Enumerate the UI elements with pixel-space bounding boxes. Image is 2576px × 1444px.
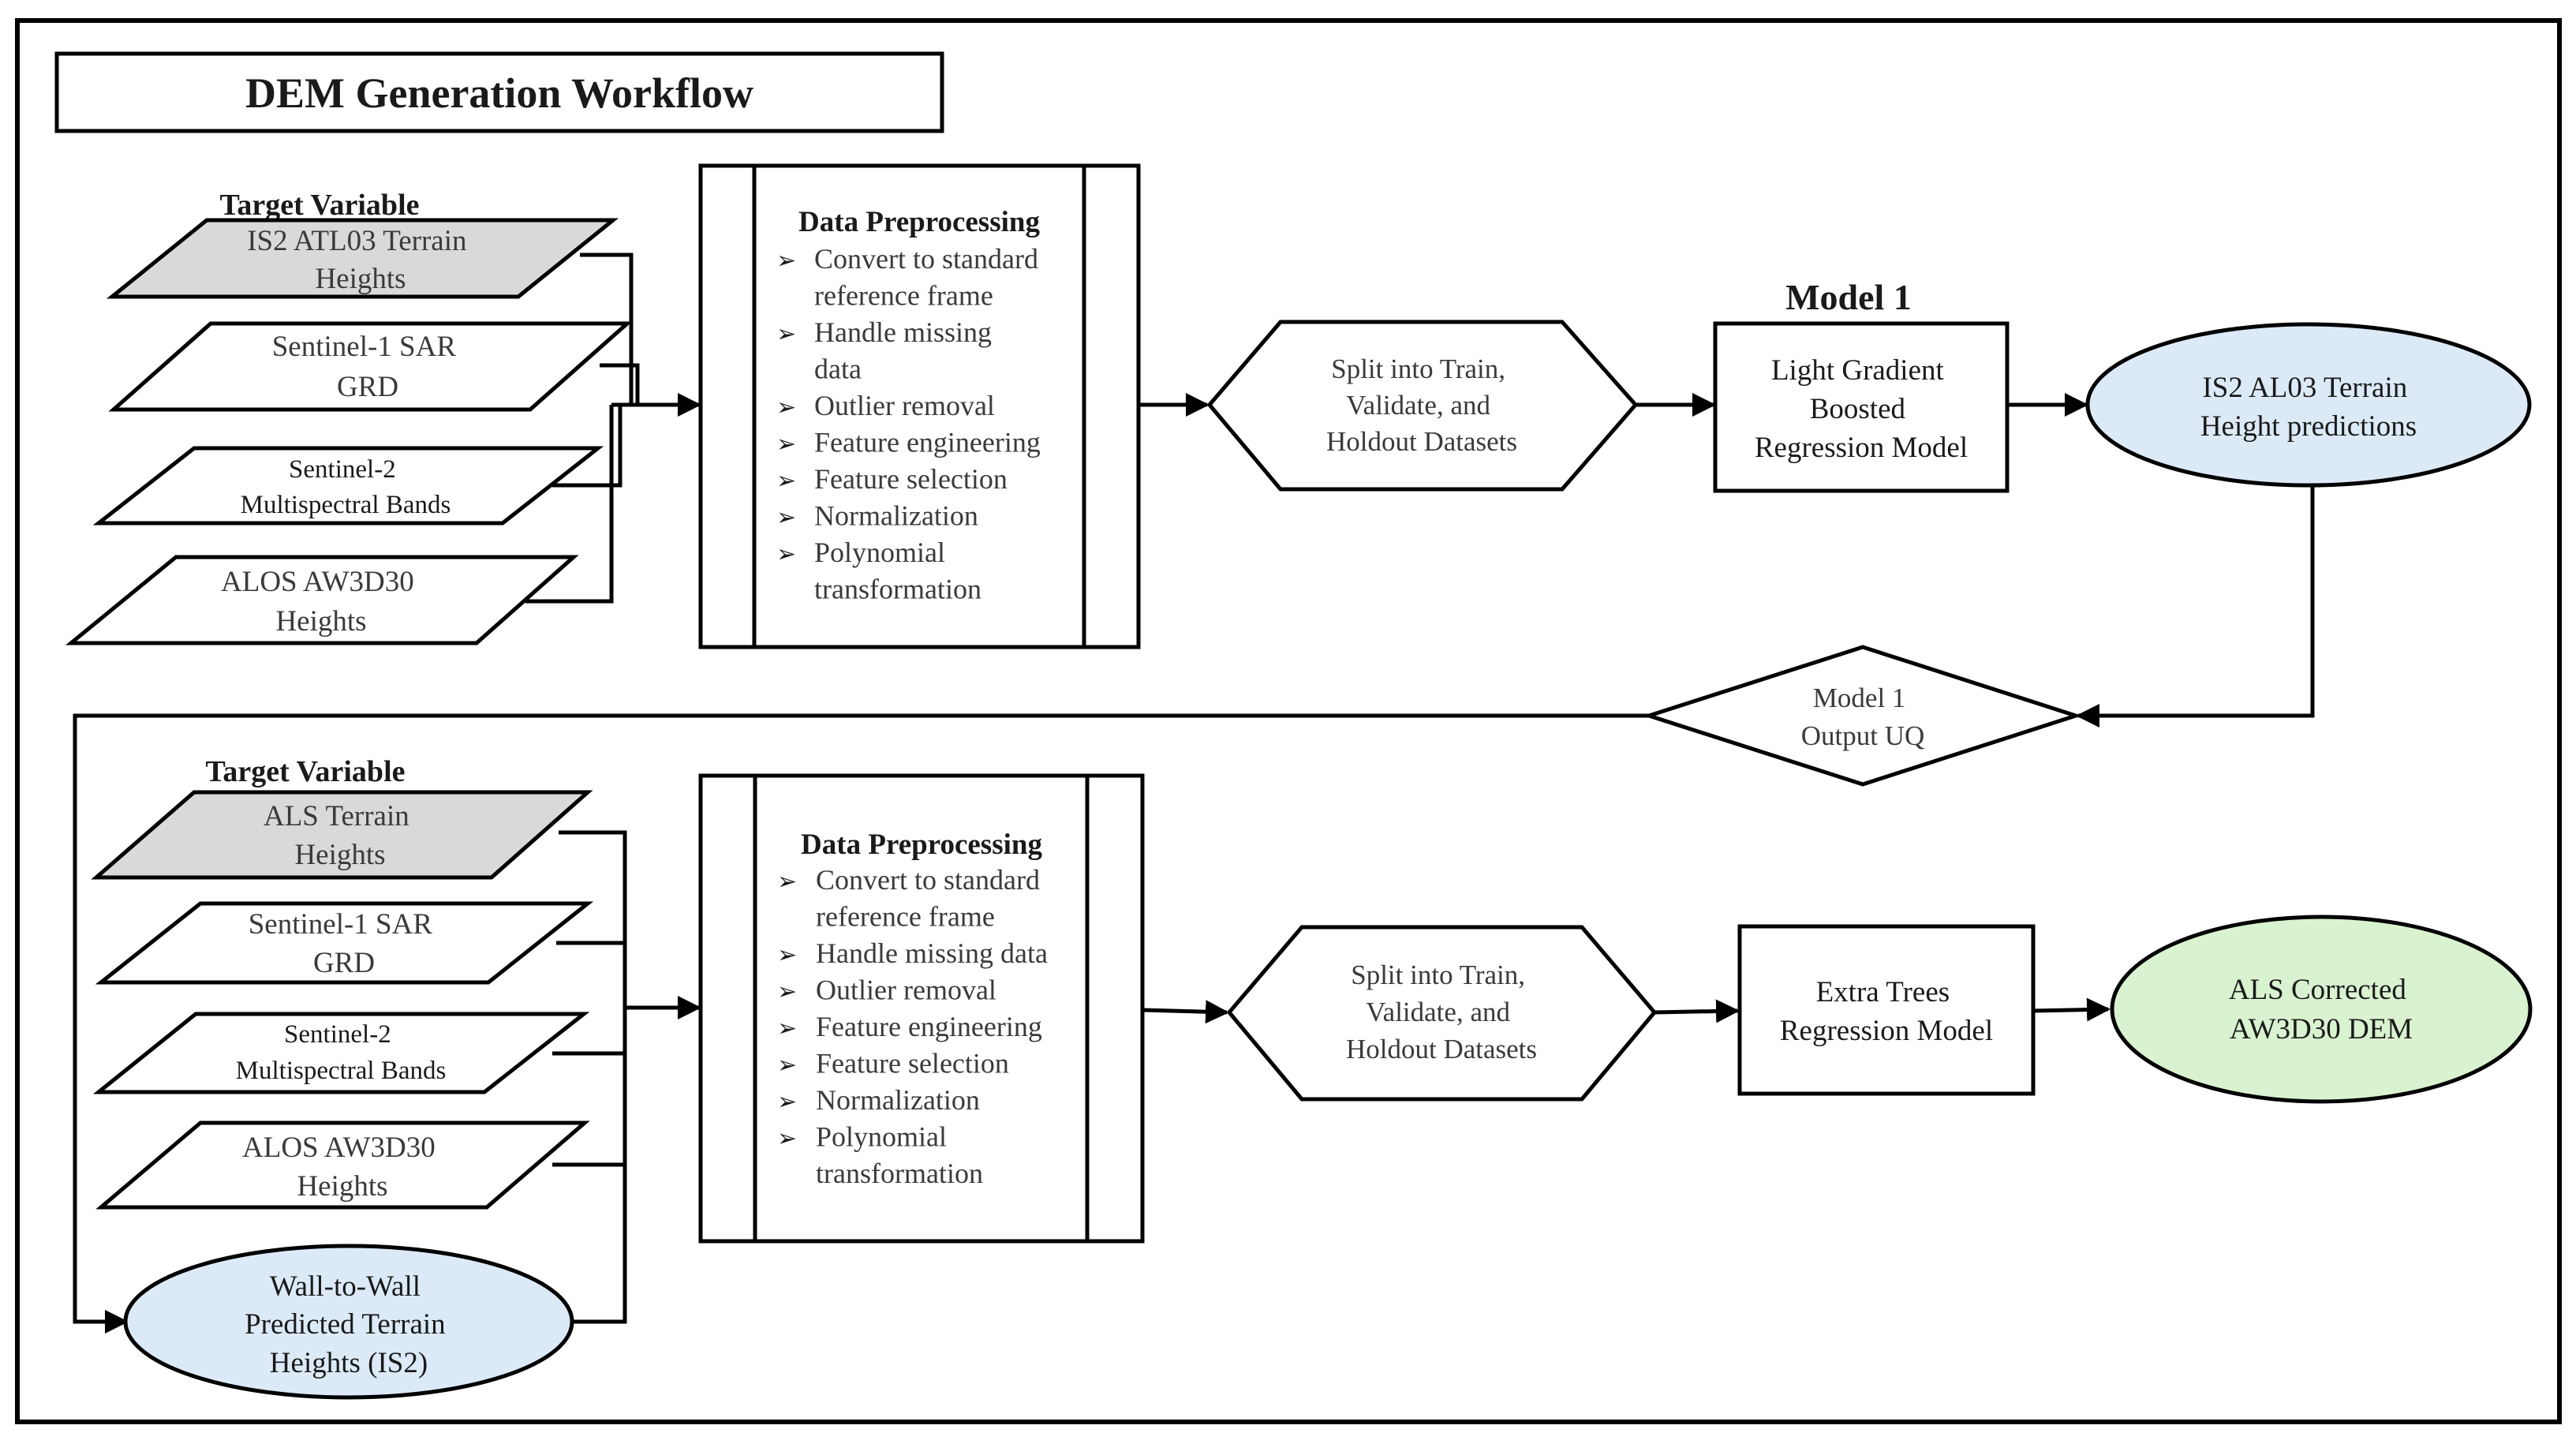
bullet-arrow-icon: ➢: [777, 979, 797, 1005]
preprocessing-step-text: Handle missing data: [816, 937, 1048, 969]
extra-trees-model-label: Extra Trees Regression Model: [1780, 976, 1993, 1047]
bottom-input-target: [91, 790, 593, 880]
top-connector-alos: [525, 405, 614, 604]
bottom-preprocessing-title: Data Preprocessing: [801, 829, 1042, 861]
top-input-alos: [65, 555, 579, 645]
bullet-arrow-icon: ➢: [777, 1053, 797, 1079]
preprocessing-step-text: Normalization: [816, 1084, 980, 1116]
preprocessing-step-text: Feature selection: [816, 1048, 1009, 1079]
bullet-arrow-icon: ➢: [777, 1089, 797, 1115]
top-input-sentinel1-label: Sentinel-1 SAR GRD: [272, 331, 464, 403]
model1-label: Light Gradient Boosted Regression Model: [1755, 354, 1968, 464]
top-input-target-label: IS2 ATL03 Terrain Heights: [247, 225, 474, 295]
top-connector-sentinel1: [600, 363, 640, 405]
model1-output-ellipse: [2085, 322, 2532, 488]
uq-diamond: [1642, 645, 2083, 787]
bottom-input-alos: [95, 1120, 590, 1210]
top-connector-sentinel2: [552, 405, 623, 488]
top-preprocessing-list: ➢ Convert to standard reference frame ➢ Hand…: [776, 243, 1041, 605]
top-preprocessing-title: Data Preprocessing: [798, 206, 1040, 238]
preprocessing-step-text: Normalization: [814, 500, 978, 532]
preprocessing-step-text: Convert to standard: [816, 864, 1040, 896]
bottom-input-sentinel1: [95, 901, 594, 985]
preprocessing-step-text: Handle missing: [814, 316, 992, 348]
bottom-preprocessing-box: [698, 773, 1145, 1244]
bottom-input-sentinel1-label: Sentinel-1 SAR GRD: [249, 908, 440, 979]
top-input-sentinel2: [92, 446, 604, 526]
bullet-arrow-icon: ➢: [777, 1126, 797, 1152]
bullet-arrow-icon: ➢: [777, 869, 797, 895]
bottom-connector-target: [559, 830, 627, 1324]
bottom-split-label: Split into Train, Validate, and Holdout …: [1346, 960, 1537, 1064]
uq-label: Model 1 Output UQ: [1801, 683, 1925, 751]
top-target-variable-label: Target Variable: [220, 189, 420, 222]
outer-frame: [15, 18, 2562, 1424]
bottom-arrow-to-output: [2032, 997, 2111, 1022]
model1-output-label: IS2 AL03 Terrain Height predictions: [2200, 372, 2417, 443]
bullet-arrow-icon: ➢: [776, 321, 796, 347]
output-to-uq-connector: [2076, 485, 2315, 728]
preprocessing-step-text: Polynomial: [816, 1121, 947, 1153]
bullet-arrow-icon: ➢: [776, 432, 796, 458]
preprocessing-step-text: transformation: [814, 574, 981, 605]
top-input-sentinel2-label: Sentinel-2 Multispectral Bands: [241, 455, 451, 519]
top-preprocessing-box: [698, 163, 1141, 649]
top-input-sentinel1: [108, 321, 633, 412]
preprocessing-step-text: reference frame: [816, 901, 995, 933]
final-output-label: ALS Corrected AW3D30 DEM: [2229, 974, 2413, 1046]
bullet-arrow-icon: ➢: [776, 468, 796, 494]
bottom-arrow-to-split: [1142, 1000, 1229, 1024]
preprocessing-step-text: Feature selection: [814, 463, 1008, 495]
preprocessing-step-text: transformation: [816, 1158, 983, 1189]
bottom-arrow-to-model: [1654, 999, 1740, 1023]
preprocessing-step-text: Outlier removal: [816, 975, 996, 1006]
final-output-ellipse: [2110, 915, 2533, 1104]
bullet-arrow-icon: ➢: [776, 541, 796, 567]
preprocessing-step-text: Feature engineering: [814, 427, 1041, 458]
diagram-title: DEM Generation Workflow: [245, 69, 753, 117]
model1-heading: Model 1: [1785, 277, 1912, 317]
extra-trees-model-box: [1737, 924, 2036, 1096]
top-connector-target: [580, 253, 634, 405]
bullet-arrow-icon: ➢: [776, 395, 796, 421]
bottom-input-alos-label: ALOS AW3D30 Heights: [242, 1132, 443, 1203]
bottom-input-target-label: ALS Terrain Heights: [264, 800, 417, 871]
preprocessing-step-text: data: [814, 354, 862, 385]
preprocessing-step-text: Feature engineering: [816, 1011, 1042, 1042]
preprocessing-step-text: Polynomial: [814, 537, 945, 568]
bullet-arrow-icon: ➢: [776, 505, 796, 531]
bottom-input-sentinel2-label: Sentinel-2 Multispectral Bands: [236, 1020, 447, 1085]
top-split-label: Split into Train, Validate, and Holdout …: [1326, 354, 1517, 457]
bottom-preprocessing-list: ➢ Convert to standard reference frame ➢ Hand…: [777, 864, 1048, 1189]
bullet-arrow-icon: ➢: [777, 1016, 797, 1042]
bullet-arrow-icon: ➢: [776, 248, 796, 274]
bullet-arrow-icon: ➢: [777, 942, 797, 968]
model1-box: [1713, 321, 2010, 493]
preprocessing-step-text: Outlier removal: [814, 390, 995, 421]
preprocessing-step-text: Convert to standard: [814, 243, 1038, 275]
top-input-target: [106, 218, 619, 299]
predicted-input-label: Wall-to-Wall Predicted Terrain Heights (…: [245, 1270, 453, 1379]
bottom-input-sentinel2: [92, 1012, 590, 1094]
top-input-alos-label: ALOS AW3D30 Heights: [221, 566, 421, 638]
preprocessing-step-text: reference frame: [814, 280, 993, 312]
bottom-target-variable-label: Target Variable: [206, 755, 406, 788]
uq-to-predicted-input-connector: [73, 713, 1649, 1334]
title-box: [54, 51, 944, 133]
